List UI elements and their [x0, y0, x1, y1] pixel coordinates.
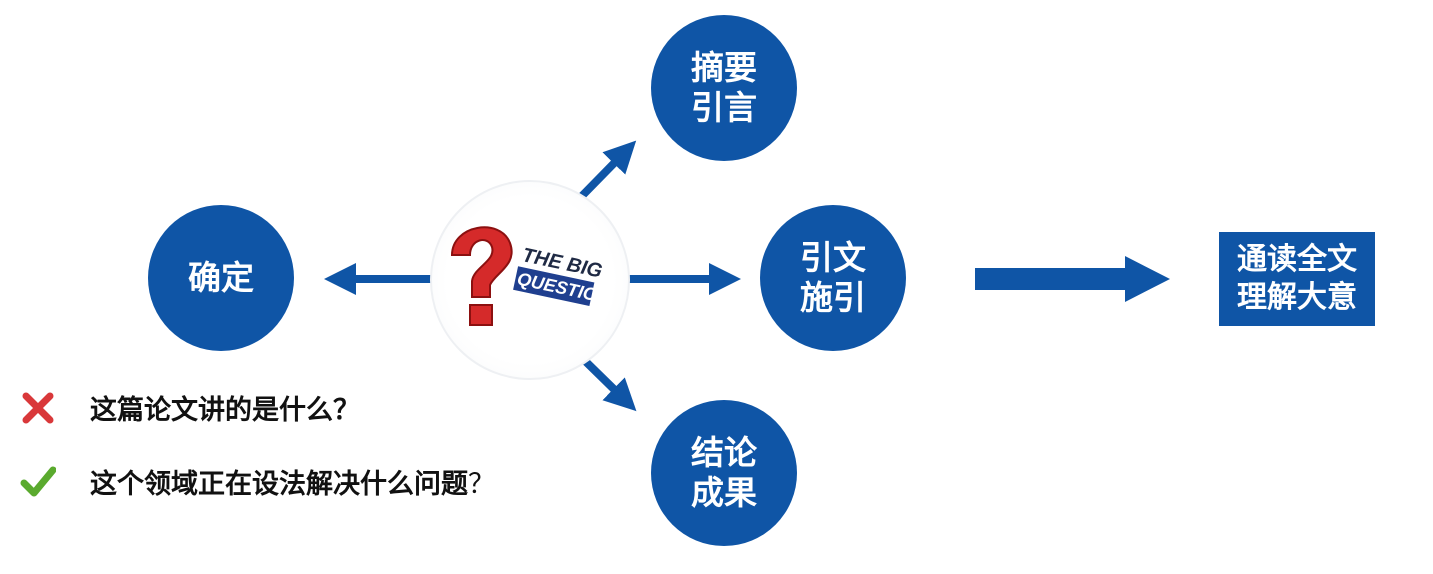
result-box-line2: 理解大意 [1237, 280, 1357, 315]
question-mark-right: ？ [468, 469, 495, 500]
check-icon [20, 466, 56, 496]
node-zhaiyao-line2: 引言 [691, 88, 757, 127]
big-arrow-to-result [975, 256, 1170, 302]
cross-icon [22, 392, 54, 423]
arrow-to-zhaiyao [575, 140, 637, 203]
node-jielun: 结论 成果 [651, 400, 797, 546]
question-mark-icon [450, 226, 513, 326]
result-box-line1: 通读全文 [1237, 242, 1357, 277]
node-yinwen: 引文 施引 [760, 205, 906, 351]
node-yinwen-line1: 引文 [800, 238, 866, 277]
node-zhaiyao: 摘要 引言 [651, 15, 797, 161]
node-queding-label: 确定 [188, 258, 254, 297]
big-question-graphic: THE BIG QUESTION [450, 226, 610, 326]
question-row-wrong: 这篇论文讲的是什么？ [20, 388, 360, 427]
node-yinwen-line2: 施引 [800, 278, 866, 317]
question-text-right: 这个领域正在设法解决什么问题 [90, 469, 468, 500]
question-row-right: 这个领域正在设法解决什么问题 ？ [20, 462, 495, 501]
node-jielun-line2: 成果 [691, 473, 757, 512]
node-zhaiyao-line1: 摘要 [691, 48, 757, 87]
result-box: 通读全文 理解大意 [1219, 232, 1375, 326]
question-text-wrong: 这篇论文讲的是什么？ [90, 395, 360, 426]
node-queding: 确定 [148, 205, 294, 351]
node-jielun-line1: 结论 [691, 433, 757, 472]
